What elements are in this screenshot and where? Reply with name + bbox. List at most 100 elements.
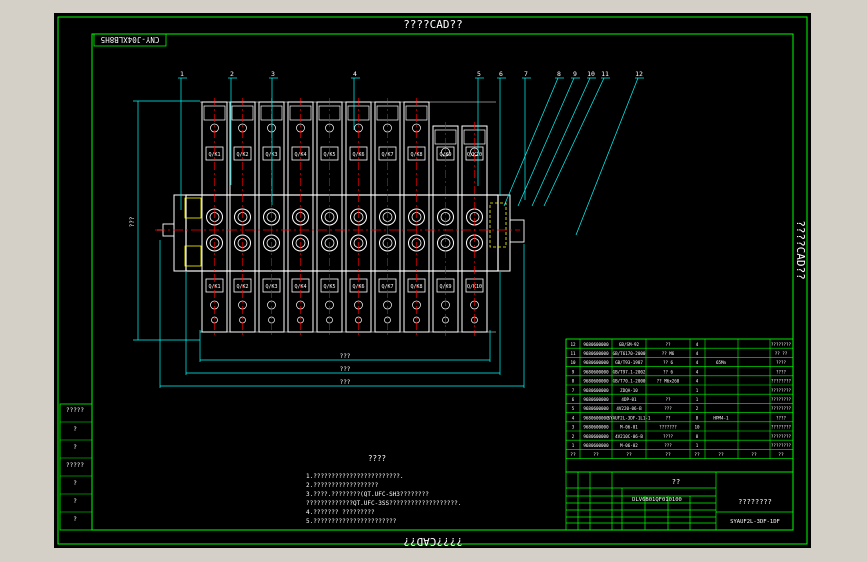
- bom-cell-std: SYAUF2L-3DF-1L1-1: [608, 415, 651, 420]
- title-block-title: ??: [672, 478, 680, 486]
- bom-cell-qty: 2: [696, 406, 699, 411]
- bom-cell-note: ????????: [771, 388, 792, 393]
- bom-cell-qty: 4: [696, 379, 699, 384]
- strip-label-2: ?: [73, 426, 77, 433]
- upper-valve-label: Q/K4: [294, 152, 306, 158]
- technical-notes: ???? 1.????????????????????????. 2.?????…: [306, 454, 461, 525]
- bom-cell-qty: 4: [696, 351, 699, 356]
- bom-cell-name: ????: [663, 434, 674, 439]
- title-block: [565, 471, 794, 531]
- strip-label-1: ?????: [66, 407, 84, 414]
- bom-cell-qty: 8: [696, 415, 699, 420]
- balloon-number: 5: [477, 70, 481, 78]
- bom-cell-no: 7: [572, 388, 575, 393]
- strip-label-7: ?: [73, 516, 77, 523]
- upper-valve-label: Q/K6: [352, 152, 364, 158]
- balloon-number: 4: [353, 70, 357, 78]
- strip-label-3: ?: [73, 444, 77, 451]
- upper-valve-label: Q/K8: [410, 152, 422, 158]
- balloon-leader: 8: [503, 70, 564, 207]
- dim-width-3: ???: [340, 379, 351, 386]
- bom-cell-no: 3: [572, 425, 575, 430]
- upper-valve-label: Q/K1: [208, 152, 220, 158]
- balloon-leader: 10: [531, 70, 596, 207]
- note-line-6: 5.???????????????????????: [306, 518, 397, 525]
- valve-column: Q/K6Q/K6: [345, 98, 372, 336]
- balloon-leader: 5: [475, 70, 484, 186]
- balloon-leader: 6: [497, 70, 506, 196]
- bom-cell-code: 9680600000: [583, 369, 609, 374]
- bom-cell-qty: 4: [696, 360, 699, 365]
- dimension-lines: [133, 100, 525, 388]
- bom-cell-qty: 1: [696, 397, 699, 402]
- valve-column: Q/K5Q/K5: [316, 98, 343, 336]
- upper-valve-label: Q/K3: [265, 152, 277, 158]
- bottom-watermark: ????CAD??: [403, 535, 463, 548]
- bom-cell-std: 4V220-06-B: [616, 406, 642, 411]
- right-watermark: ????CAD??: [794, 220, 807, 280]
- valve-manifold-assembly: Q/K1Q/K1Q/K2Q/K2Q/K3Q/K3Q/K4Q/K4Q/K5Q/K5…: [155, 98, 525, 336]
- bom-cell-code: 9680600000: [583, 425, 609, 430]
- bom-cell-no: 8: [572, 379, 575, 384]
- bom-cell-note: ????????: [771, 406, 792, 411]
- upper-valve-label: Q/K7: [381, 152, 393, 158]
- bom-cell-no: 4: [572, 415, 575, 420]
- upper-valve-label: Q/K2: [236, 152, 248, 158]
- bom-cell-std: M-06-01: [620, 425, 638, 430]
- note-line-2: 2.??????????????????: [306, 482, 379, 489]
- top-watermark: ????CAD??: [403, 18, 463, 31]
- bom-cell-code: 9680600000: [583, 397, 609, 402]
- bom-cell-std: ZDQA-10: [620, 388, 638, 393]
- bom-cell-code: 9680600000: [583, 434, 609, 439]
- bom-cell-note: ????????: [771, 443, 792, 448]
- bom-header: ????????????????: [570, 452, 784, 458]
- bom-header-name: ??: [665, 452, 671, 458]
- bom-cell-no: 11: [570, 351, 576, 356]
- left-revision-strip: ????? ? ? ????? ? ? ?: [59, 403, 93, 531]
- balloon-leader: 3: [269, 70, 278, 205]
- bom-cell-note: ????????: [771, 434, 792, 439]
- bom-cell-qty: 4: [696, 369, 699, 374]
- balloon-leader: 1: [178, 70, 187, 210]
- bom-cell-std: 4V210C-06-B: [615, 434, 643, 439]
- note-line-1: 1.????????????????????????.: [306, 473, 404, 480]
- balloon-number: 2: [230, 70, 234, 78]
- balloon-leader: 2: [228, 70, 237, 185]
- bom-cell-name: ???: [664, 406, 672, 411]
- bom-header-qty: ??: [694, 452, 700, 458]
- bom-cell-std: GB/T93-1987: [615, 360, 643, 365]
- dim-width-2: ???: [340, 366, 351, 373]
- valve-column: Q/K4Q/K4: [287, 98, 314, 336]
- bom-cell-no: 9: [572, 369, 575, 374]
- bom-header-no: ??: [570, 452, 576, 458]
- bom-cell-name: ?? 6: [663, 369, 674, 374]
- strip-label-6: ?: [73, 498, 77, 505]
- bom-cell-no: 12: [570, 342, 576, 347]
- bom-cell-qty: 4: [696, 342, 699, 347]
- bom-cell-std: M-06-02: [620, 443, 638, 448]
- bom-cell-no: 2: [572, 434, 575, 439]
- bom-cell-note: ????: [776, 415, 787, 420]
- bom-cell-code: 9680600000: [583, 342, 609, 347]
- note-line-3: 3.????.????????(QT.UFC-SH3????????: [306, 491, 429, 498]
- bom-cell-note: ????: [776, 369, 787, 374]
- bom-cell-qty: 1: [696, 443, 699, 448]
- notes-title: ????: [368, 454, 386, 463]
- title-block-part-number: DLV6B01QF010100: [632, 497, 682, 503]
- bom-cell-name: ?? 6: [663, 360, 674, 365]
- bom-cell-note: ????????: [771, 379, 792, 384]
- bom-cell-name: ??: [665, 415, 671, 420]
- bom-cell-qty: 8: [696, 434, 699, 439]
- balloon-leader: 12: [575, 70, 644, 236]
- valve-column: Q/K2Q/K2: [229, 98, 256, 336]
- title-block-org: ????????: [738, 498, 772, 506]
- bom-cell-mat: HPM4-1: [713, 415, 729, 420]
